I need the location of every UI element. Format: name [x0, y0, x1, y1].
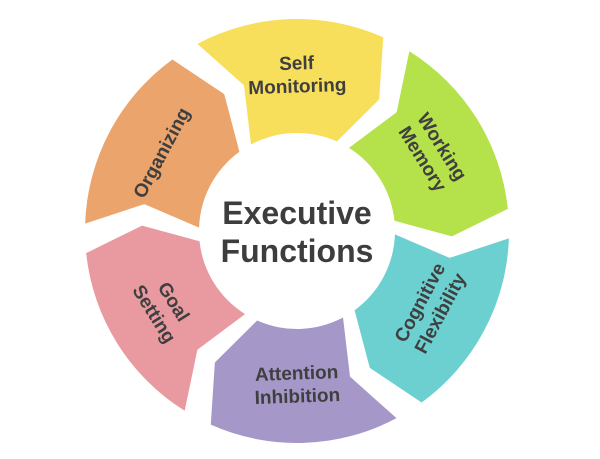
segment-label-self-monitoring-line-2: Monitoring — [248, 75, 347, 99]
segment-organizing — [85, 59, 240, 228]
segments-layer — [85, 19, 509, 443]
segment-self-monitoring — [197, 19, 384, 145]
segment-working-memory — [348, 51, 508, 237]
segment-goal-setting — [86, 225, 246, 411]
segment-attention-inhibition — [210, 317, 397, 443]
center-layer: Executive Functions — [221, 195, 374, 269]
segment-label-attention-inhibition-line-1: Attention — [255, 362, 339, 386]
center-title-line-2: Functions — [221, 233, 374, 269]
center-title-line-1: Executive — [222, 195, 371, 231]
segment-cognitive-flexibility — [354, 234, 509, 403]
segment-label-attention-inhibition-line-2: Inhibition — [254, 385, 340, 409]
segment-label-self-monitoring-line-1: Self — [279, 53, 315, 75]
center-disc — [200, 134, 394, 328]
